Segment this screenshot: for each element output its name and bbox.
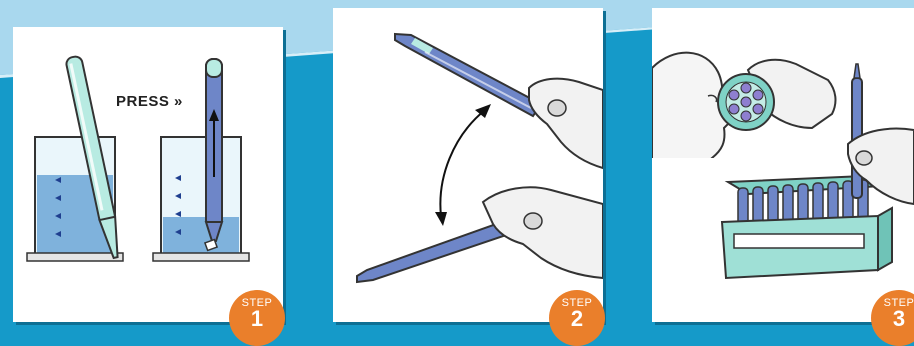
step2-panel (333, 8, 603, 322)
step-number: 3 (871, 309, 914, 329)
step3-illustration (652, 8, 914, 322)
pipette-icon (852, 64, 862, 198)
double-arrow-icon (435, 104, 491, 226)
press-label: PRESS » (116, 93, 183, 110)
pipette-icon (395, 34, 541, 116)
step1-panel: PRESS » (13, 27, 283, 322)
step1-illustration (13, 27, 283, 322)
step-number: 2 (549, 309, 605, 329)
step3-panel (652, 8, 914, 322)
tube-rack-icon (722, 176, 892, 278)
hand-icon (483, 187, 603, 278)
step2-illustration (333, 8, 603, 322)
hand-icon (529, 79, 603, 168)
beaker-icon (153, 137, 249, 261)
pipette-icon (205, 59, 222, 250)
step-number: 1 (229, 309, 285, 329)
step1-badge: STEP 1 (229, 290, 285, 346)
step2-badge: STEP 2 (549, 290, 605, 346)
